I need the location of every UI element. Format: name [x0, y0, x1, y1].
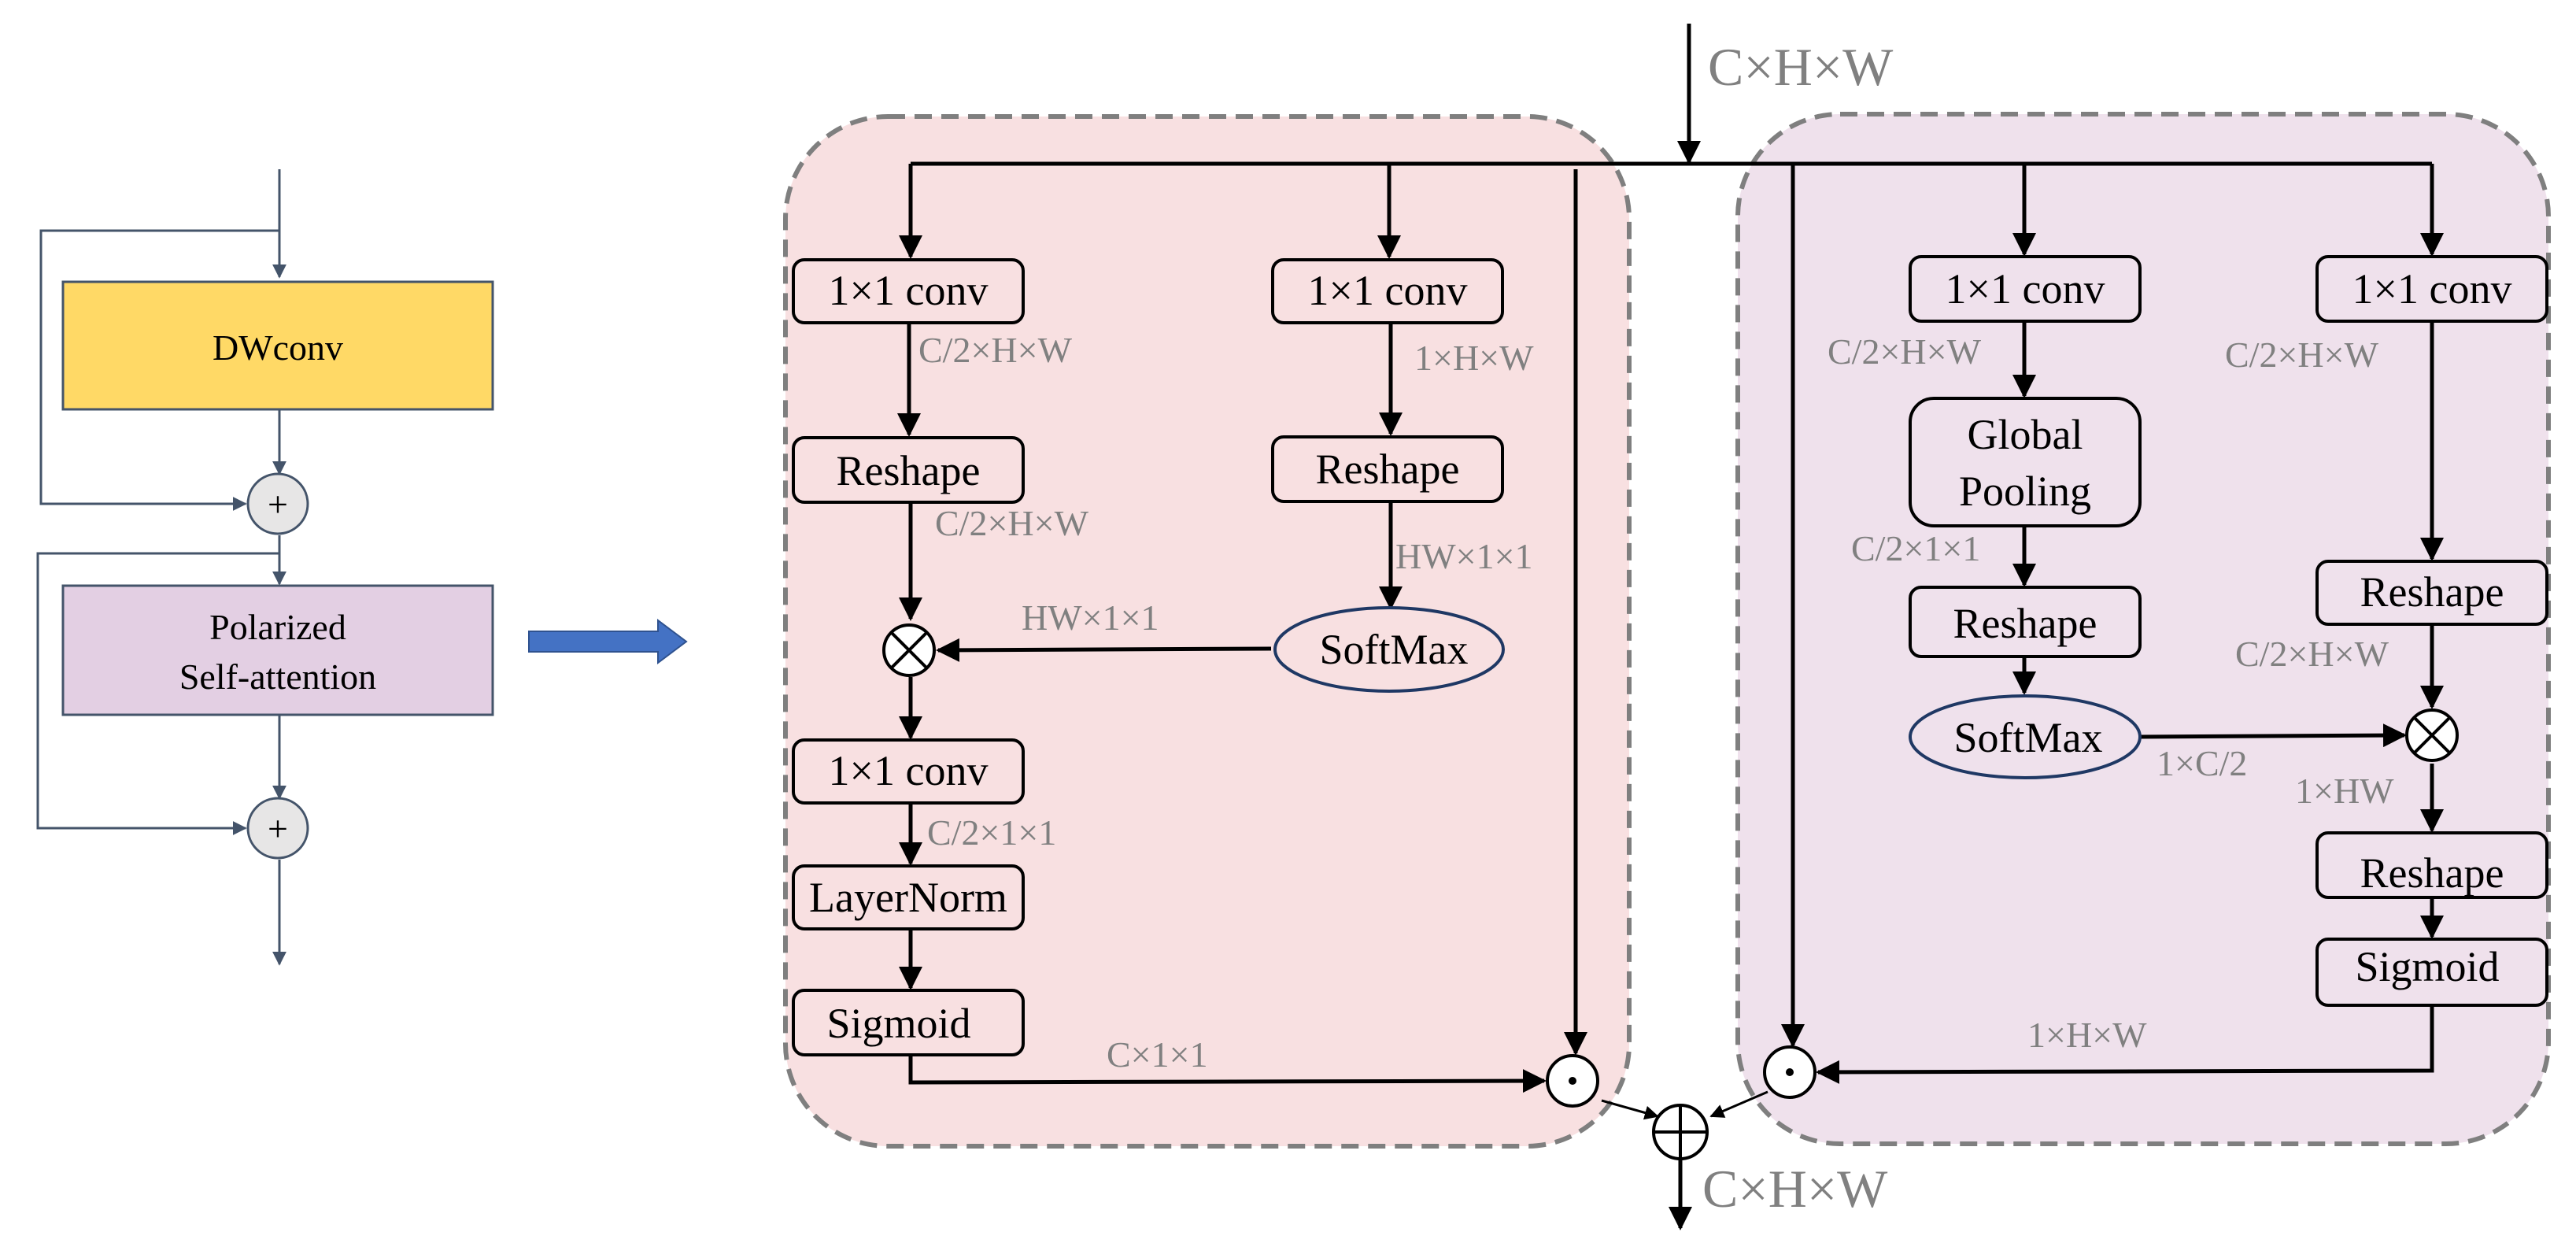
channel-softmax-ellipse	[1273, 606, 1505, 693]
add-circle-2	[246, 797, 309, 860]
dwconv-label: DWconv	[213, 327, 343, 368]
spatial-dim-sigmoid: 1×H×W	[2027, 1015, 2147, 1055]
spatial-softmax-ellipse	[1909, 694, 2142, 779]
channel-dim-reshape-left: C/2×H×W	[935, 503, 1089, 543]
psa-label-line2: Self-attention	[179, 657, 376, 697]
add-symbol-1: +	[268, 484, 288, 524]
channel-conv-after-mul-label: 1×1 conv	[829, 747, 989, 794]
spatial-softmax-label: SoftMax	[1954, 714, 2103, 761]
channel-conv-left-label: 1×1 conv	[829, 267, 989, 314]
channel-reshape-right-box	[1271, 435, 1504, 503]
bottom-output-label: C×H×W	[1702, 1159, 1888, 1219]
spatial-dim-softmax: 1×C/2	[2157, 743, 2247, 783]
channel-branch: 1×1 conv 1×1 conv C/2×H×W 1×H×W Reshape …	[792, 258, 1599, 1108]
channel-layernorm-label: LayerNorm	[809, 874, 1007, 921]
left-block	[36, 169, 286, 966]
spatial-conv-left-label: 1×1 conv	[1946, 265, 2105, 313]
spatial-branch: 1×1 conv 1×1 conv C/2×H×W C/2×H×W Global…	[1763, 255, 2548, 1099]
channel-dim-conv-after-mul: C/2×1×1	[927, 812, 1056, 853]
dwconv-box	[61, 280, 494, 411]
channel-conv-right-label: 1×1 conv	[1308, 267, 1468, 314]
channel-dim-softmax: HW×1×1	[1022, 597, 1159, 638]
spatial-reshape-left-box	[1909, 586, 2142, 658]
spatial-sigmoid-label: Sigmoid	[2355, 943, 2499, 990]
top-input-label: C×H×W	[1708, 37, 1894, 97]
channel-reshape-left-box	[792, 436, 1025, 504]
connectors	[897, 24, 2444, 1230]
channel-sigmoid-box	[792, 989, 1025, 1056]
add-circle-1	[246, 472, 309, 535]
channel-dim-conv-left: C/2×H×W	[918, 330, 1073, 370]
channel-dim-conv-right: 1×H×W	[1414, 338, 1534, 378]
channel-conv-right-box	[1271, 258, 1504, 324]
psa-label-line1: Polarized	[209, 607, 346, 647]
channel-softmax-label: SoftMax	[1320, 626, 1469, 673]
spatial-conv-right-box	[2315, 255, 2548, 323]
spatial-conv-left-box	[1909, 255, 2142, 323]
spatial-reshape-right-box	[2315, 560, 2548, 626]
spatial-pooling-line1: Global	[1968, 411, 2083, 458]
expand-arrow-icon	[528, 619, 688, 664]
spatial-reshape-right-label: Reshape	[2360, 568, 2504, 616]
spatial-dim-conv-left: C/2×H×W	[1828, 331, 1982, 372]
channel-dim-reshape-right: HW×1×1	[1395, 536, 1533, 576]
spatial-sigmoid-box	[2315, 938, 2548, 1007]
spatial-reshape-after-mul-label: Reshape	[2360, 849, 2504, 897]
spatial-reshape-after-mul-box	[2315, 831, 2548, 899]
channel-conv-after-mul-box	[792, 738, 1025, 805]
channel-reshape-left-label: Reshape	[837, 447, 981, 494]
channel-sigmoid-label: Sigmoid	[826, 1000, 970, 1047]
spatial-dim-reshape-right: C/2×H×W	[2235, 634, 2389, 674]
spatial-conv-right-label: 1×1 conv	[2352, 265, 2512, 313]
channel-reshape-right-label: Reshape	[1316, 446, 1460, 493]
add-symbol-2: +	[268, 808, 288, 849]
spatial-reshape-left-label: Reshape	[1953, 600, 2097, 647]
spatial-dim-mul: 1×HW	[2295, 771, 2394, 811]
channel-layernorm-box	[792, 864, 1025, 930]
channel-dim-sigmoid: C×1×1	[1107, 1034, 1208, 1075]
spatial-dim-pooling: C/2×1×1	[1851, 528, 1980, 568]
psa-box	[61, 584, 494, 716]
spatial-pooling-line2: Pooling	[1959, 468, 2091, 515]
channel-conv-left-box	[792, 258, 1025, 324]
spatial-dim-conv-right: C/2×H×W	[2225, 335, 2379, 375]
spatial-pooling-box	[1909, 397, 2142, 527]
